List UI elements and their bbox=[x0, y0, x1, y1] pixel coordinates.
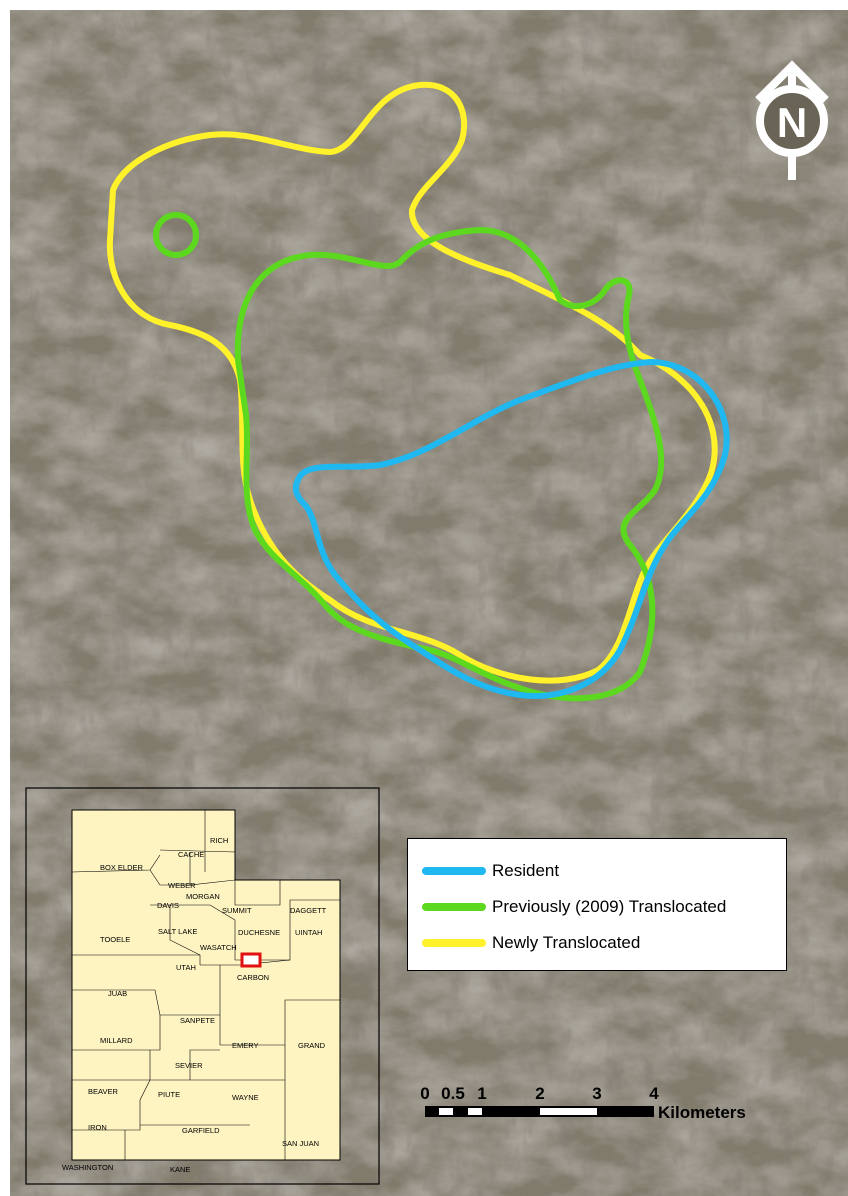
legend-swatch bbox=[422, 903, 486, 911]
legend-item-previously-translocated: Previously (2009) Translocated bbox=[422, 893, 726, 921]
county-label: BOX ELDER bbox=[100, 863, 144, 872]
county-label: MORGAN bbox=[186, 892, 220, 901]
scale-tick-label: 2 bbox=[535, 1084, 544, 1103]
county-label: DAVIS bbox=[157, 901, 179, 910]
county-label: GARFIELD bbox=[182, 1126, 220, 1135]
county-label: RICH bbox=[210, 836, 228, 845]
utah-outline bbox=[71, 809, 341, 1161]
county-label: UTAH bbox=[176, 963, 196, 972]
county-label: CARBON bbox=[237, 973, 269, 982]
scale-tick-label: 0.5 bbox=[441, 1084, 465, 1103]
home-range-newly-translocated bbox=[106, 81, 718, 684]
county-label: BEAVER bbox=[88, 1087, 118, 1096]
county-label: SANPETE bbox=[180, 1016, 215, 1025]
scale-tick-label: 0 bbox=[420, 1084, 429, 1103]
county-label: DAGGETT bbox=[290, 906, 327, 915]
home-range-previously-translocated bbox=[234, 227, 665, 702]
county-label: TOOELE bbox=[100, 935, 130, 944]
scale-tick-label: 4 bbox=[649, 1084, 659, 1103]
inset-map: RICH CACHE BOX ELDER WEBER MORGAN DAVIS … bbox=[25, 787, 380, 1185]
county-label: PIUTE bbox=[158, 1090, 180, 1099]
home-range-previously-translocated-small bbox=[153, 212, 199, 258]
county-label: SUMMIT bbox=[222, 906, 252, 915]
county-label: WEBER bbox=[168, 881, 196, 890]
county-label: WASHINGTON bbox=[62, 1163, 113, 1172]
scale-tick-label: 1 bbox=[477, 1084, 486, 1103]
legend-label: Previously (2009) Translocated bbox=[492, 897, 727, 916]
legend-swatch bbox=[422, 939, 486, 947]
scale-unit-label: Kilometers bbox=[658, 1103, 746, 1122]
legend-label: Newly Translocated bbox=[492, 933, 641, 952]
county-label: SAN JUAN bbox=[282, 1139, 319, 1148]
county-label: KANE bbox=[170, 1165, 190, 1174]
county-label: MILLARD bbox=[100, 1036, 133, 1045]
county-label: WAYNE bbox=[232, 1093, 259, 1102]
north-arrow: N bbox=[755, 60, 829, 180]
county-label: DUCHESNE bbox=[238, 928, 280, 937]
north-arrow-label: N bbox=[777, 99, 807, 146]
study-area-highlight bbox=[240, 952, 262, 968]
scale-bar: 0 0.5 1 2 3 4 Kilometers bbox=[420, 1084, 746, 1122]
county-label: WASATCH bbox=[200, 943, 237, 952]
county-label: IRON bbox=[88, 1123, 107, 1132]
county-label: UINTAH bbox=[295, 928, 322, 937]
county-label: SALT LAKE bbox=[158, 927, 197, 936]
county-label: SEVIER bbox=[175, 1061, 203, 1070]
county-label: EMERY bbox=[232, 1041, 259, 1050]
legend-item-newly-translocated: Newly Translocated bbox=[422, 929, 640, 957]
county-label: GRAND bbox=[298, 1041, 326, 1050]
county-label: CACHE bbox=[178, 850, 204, 859]
home-range-resident bbox=[292, 359, 730, 699]
county-label: JUAB bbox=[108, 989, 127, 998]
legend-item-resident: Resident bbox=[422, 857, 559, 885]
legend: Resident Previously (2009) Translocated … bbox=[407, 838, 787, 971]
scale-tick-label: 3 bbox=[592, 1084, 601, 1103]
legend-label: Resident bbox=[492, 861, 560, 880]
legend-swatch bbox=[422, 867, 486, 875]
